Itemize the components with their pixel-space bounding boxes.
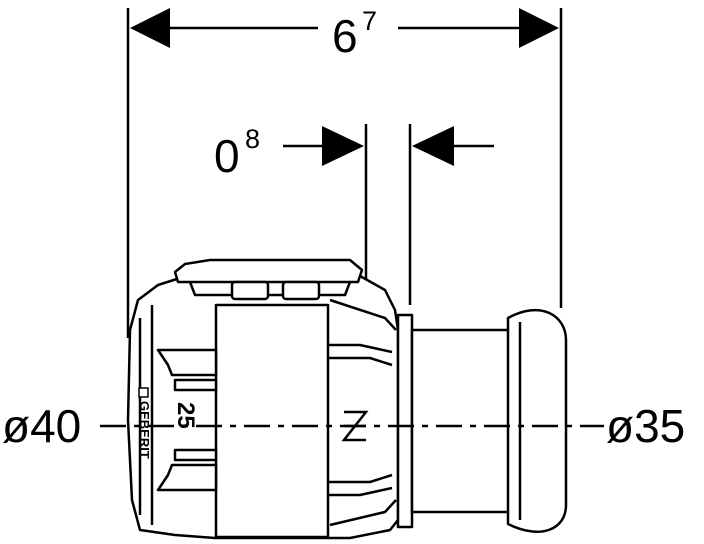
release-sleeve (214, 303, 330, 539)
overall-length-superscript: 7 (362, 6, 377, 36)
stop-collar (396, 313, 414, 529)
body-right-detail-lower (328, 473, 393, 497)
body-right-detail-upper (328, 343, 393, 367)
top-clip-inner (188, 281, 352, 297)
size-stamp-text: 25 (172, 402, 199, 429)
brand-stamp-text: GEBERIT (137, 401, 152, 459)
pipe-stub-outline (410, 328, 520, 514)
grip-recess-upper (156, 348, 218, 377)
gap-arrowhead-right (412, 126, 454, 166)
arrowhead-right (519, 8, 559, 48)
insertion-gap-label: 0 (214, 130, 240, 182)
body-right-bulge-lower (329, 499, 397, 527)
left-diameter-label: ø40 (2, 400, 81, 452)
front-face (138, 305, 154, 525)
top-clip (173, 258, 364, 284)
brand-stamp-square (138, 387, 149, 398)
overall-length-dimension (126, 8, 563, 338)
size-stamp: 25 (172, 402, 199, 429)
right-diameter-label: ø35 (606, 400, 685, 452)
press-bead (506, 308, 568, 533)
clip-slot-right (281, 280, 321, 301)
grip-slot-lower (173, 448, 218, 462)
gap-arrowhead-left (322, 126, 364, 166)
fitting-body (126, 258, 414, 540)
clip-slot-left (230, 280, 270, 301)
arrowhead-left (130, 8, 170, 48)
overall-length-label: 6 (332, 10, 358, 62)
grip-recess-lower (156, 463, 218, 492)
insertion-gap-superscript: 8 (245, 124, 260, 154)
brand-stamp: GEBERIT (137, 387, 152, 459)
pipe-stub (410, 308, 568, 533)
body-right-bulge-upper (329, 298, 397, 331)
grip-slot-upper (173, 378, 218, 392)
